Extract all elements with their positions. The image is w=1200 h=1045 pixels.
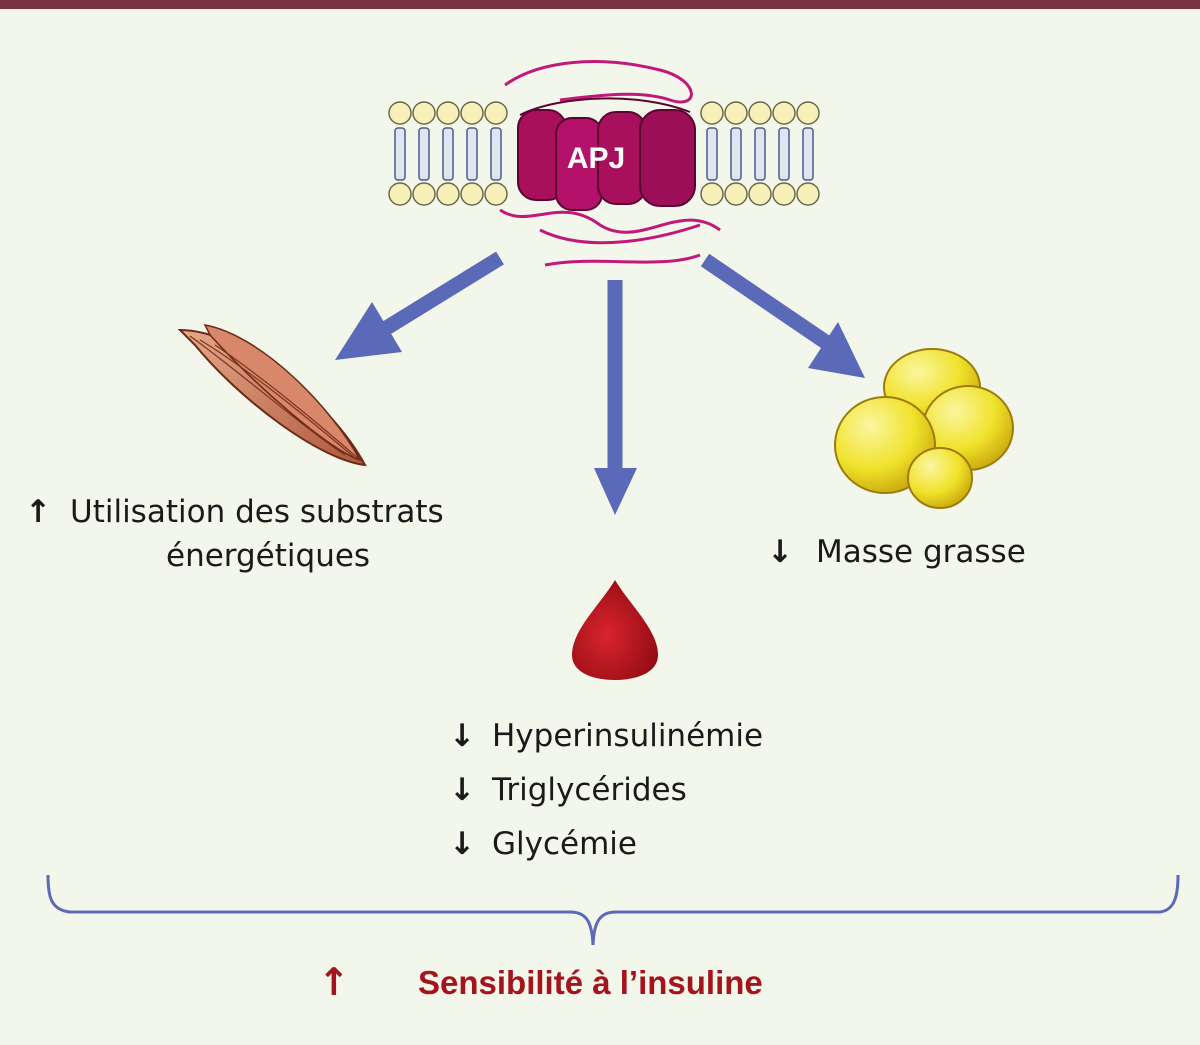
lipid-tail [778,127,790,181]
lipid-head [724,182,748,206]
arrow-to-muscle [335,251,504,360]
conclusion-up-arrow-icon: ↑ [318,960,350,1004]
receptor-label: APJ [567,142,625,175]
fat-effect-text: Masse grasse [816,534,1026,570]
lipid-head [484,182,508,206]
lipid-head [748,101,772,125]
lipid-tail [442,127,454,181]
lipid-head [748,182,772,206]
lipid-head [436,182,460,206]
up-arrow-icon: ↑ [25,494,51,530]
lipid-head [772,182,796,206]
lipid-tail [730,127,742,181]
lipid-head [412,182,436,206]
blood-drop-icon [572,580,658,680]
lipid-head [460,101,484,125]
lipid-head [436,101,460,125]
lipid-tail [466,127,478,181]
down-arrow-icon: ↓ [449,772,475,808]
blood-effect-text: Hyperinsulinémie [492,718,764,754]
blood-effect-text: Glycémie [492,826,637,862]
down-arrow-icon: ↓ [767,534,793,570]
top-border [0,0,1200,9]
lipid-head [484,101,508,125]
arrow-to-blood [594,280,637,515]
lipid-head [388,101,412,125]
fat-cells-icon [834,348,1014,509]
arrow-to-fat [700,253,865,378]
lipid-head [724,101,748,125]
down-arrow-icon: ↓ [449,826,475,862]
lipid-head [796,182,820,206]
membrane-bilayer [388,101,820,206]
blood-effect-item: ↓ Hyperinsulinémie [444,714,763,758]
lipid-tail [802,127,814,181]
muscle-effect-line2: énergétiques [166,538,371,574]
lipid-tail [754,127,766,181]
lipid-tail [490,127,502,181]
lipid-tail [418,127,430,181]
lipid-head [700,182,724,206]
apj-receptor: APJ [499,60,721,267]
muscle-effect-line1: ↑ Utilisation des substrats [20,490,444,534]
lipid-head [772,101,796,125]
muscle-effect-text: Utilisation des substrats [70,494,444,530]
lipid-tail [706,127,718,181]
lipid-head [460,182,484,206]
lipid-head [388,182,412,206]
lipid-head [796,101,820,125]
lipid-head [412,101,436,125]
down-arrow-icon: ↓ [449,718,475,754]
blood-effect-item: ↓ Glycémie [444,822,637,866]
blood-effect-text: Triglycérides [492,772,687,808]
lipid-head [700,101,724,125]
muscle-icon [177,323,367,467]
blood-effect-item: ↓ Triglycérides [444,768,687,812]
lipid-tail [394,127,406,181]
conclusion-text: Sensibilité à l’insuline [418,964,763,1001]
fat-effect: ↓ Masse grasse [762,530,1026,574]
summary-brace [46,874,1180,946]
